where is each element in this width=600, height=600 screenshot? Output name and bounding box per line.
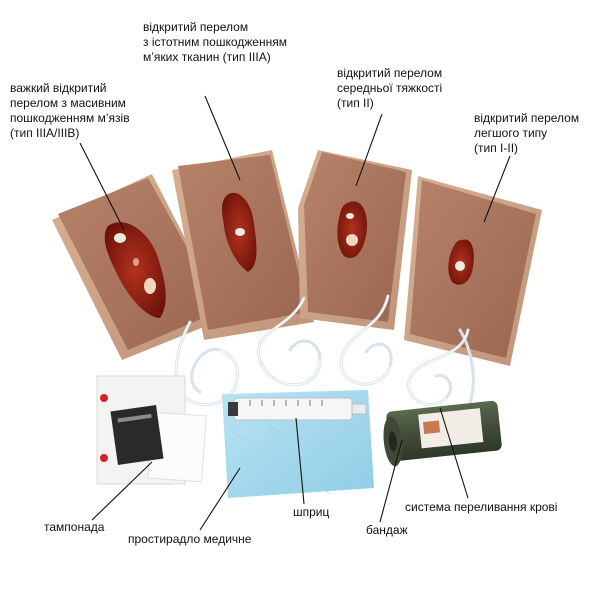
label-line: пошкодженням м’язів [10,111,130,125]
label-line: (тип IIIA/IIIB) [10,126,80,140]
label-line: з істотним пошкодженням [143,35,287,49]
label-line: м’яких тканин (тип IIIA) [143,50,271,64]
wound-icon [104,222,166,318]
label-extensive-open-fracture: відкритий перелом з істотним пошкодження… [143,20,287,65]
wound-pad-mild [404,176,542,366]
label-line: (тип II) [337,96,374,110]
label-moderate-open-fracture: відкритий перелом середньої тяжкості (ти… [337,66,442,111]
label-mild-open-fracture: відкритий перелом легшого типу (тип I-II… [474,111,579,156]
wound-pad-extensive [172,150,314,340]
label-line: легшого типу [474,126,548,140]
label-medical-sheet: простирадло медичне [128,532,252,546]
label-severe-open-fracture: важкий відкритий перелом з масивним пошк… [10,81,130,141]
label-transfusion-system: система переливання крові [405,500,558,514]
label-line: відкритий перелом [474,111,580,125]
wound-pad-severe [52,174,226,360]
syringe-icon [228,397,367,421]
label-line: важкий відкритий [10,81,107,95]
wound-pad-moderate [298,150,412,330]
bandage-icon [383,400,502,467]
tamponade-pack-icon [96,375,207,485]
label-line: перелом з масивним [10,96,126,110]
label-line: відкритий перелом [143,20,249,34]
label-line: (тип I-II) [474,141,519,155]
label-line: відкритий перелом [337,66,443,80]
label-bandage: бандаж [366,523,408,537]
label-tamponade: тампонада [44,520,105,534]
label-syringe: шприц [293,505,330,519]
label-line: середньої тяжкості [337,81,443,95]
wound-icon [337,201,368,258]
